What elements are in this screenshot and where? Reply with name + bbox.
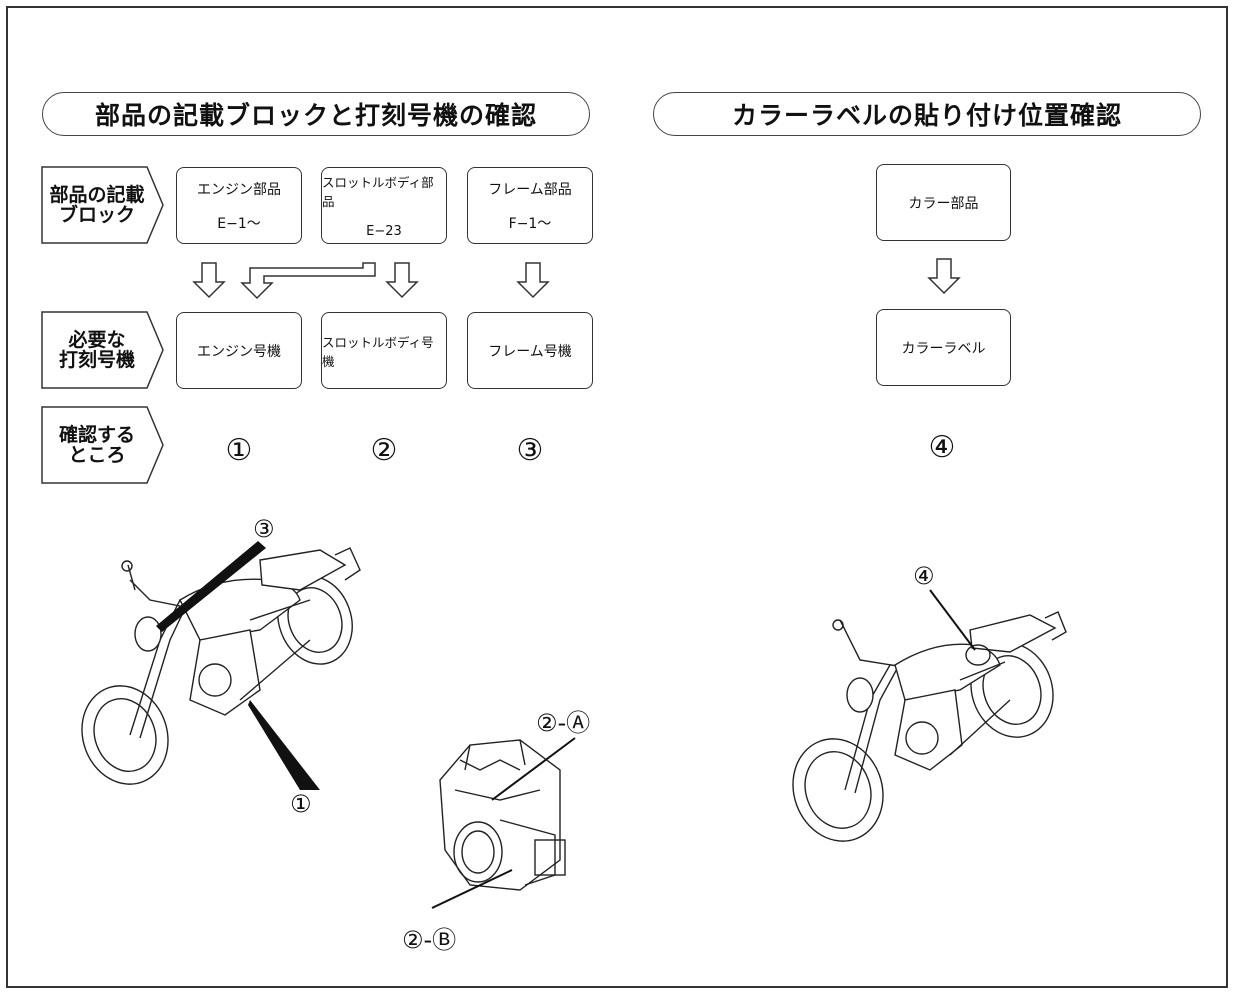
frame-stamp-label: フレーム号機 [488, 343, 572, 360]
check-mark-1: ① [225, 433, 253, 468]
check-mark-2: ② [370, 433, 398, 468]
right-section-title: カラーラベルの貼り付け位置確認 [653, 92, 1201, 136]
color-part-box: カラー部品 [876, 164, 1011, 241]
motorcycle-illustration-left [81, 547, 361, 785]
throttle-body-stamp-box: スロットルボディ号機 [321, 312, 447, 389]
row-label-check-location-text: 確認する ところ [58, 424, 135, 466]
throttle-body-illustration [439, 739, 566, 891]
left-section-title: 部品の記載ブロックと打刻号機の確認 [42, 92, 590, 136]
throttle-body-stamp-label: スロットルボディ号機 [322, 334, 434, 369]
row-label-check-location: 確認する ところ [41, 406, 165, 484]
throttle-body-parts-title: スロットルボディ部品 [322, 175, 434, 209]
row-label-parts-block-text: 部品の記載 ブロック [49, 184, 145, 226]
down-arrow-icon [192, 262, 226, 299]
callout-throttle-b: ②-Ⓑ [402, 926, 457, 954]
down-arrow-icon [927, 258, 961, 295]
color-label-text: カラーラベル [901, 340, 986, 357]
color-part-label: カラー部品 [908, 195, 979, 212]
engine-stamp-box: エンジン号機 [176, 312, 302, 389]
row-label-required-stamp-text: 必要な 打刻号機 [58, 329, 135, 371]
down-arrow-icon [385, 262, 419, 299]
callout-engine-number: ① [290, 790, 312, 818]
callout-leaders [156, 541, 976, 909]
motorcycle-illustration-right [792, 611, 1067, 842]
frame-stamp-box: フレーム号機 [467, 312, 593, 389]
check-mark-4: ④ [928, 430, 956, 465]
engine-parts-code: E−1〜 [217, 215, 261, 232]
page-frame [6, 6, 1228, 988]
engine-stamp-label: エンジン号機 [197, 343, 281, 360]
callout-frame-number: ③ [253, 515, 275, 543]
frame-parts-title: フレーム部品 [488, 181, 572, 198]
color-label-box: カラーラベル [876, 309, 1011, 386]
frame-parts-code: F−1〜 [508, 215, 552, 232]
throttle-body-parts-code: E−23 [366, 224, 402, 239]
engine-parts-title: エンジン部品 [197, 181, 281, 198]
callout-throttle-a: ②-Ⓐ [536, 709, 591, 737]
row-label-required-stamp: 必要な 打刻号機 [41, 311, 165, 389]
frame-parts-box: フレーム部品 F−1〜 [467, 167, 593, 244]
row-label-parts-block: 部品の記載 ブロック [41, 166, 165, 244]
check-mark-3: ③ [516, 433, 544, 468]
bent-arrow-icon [240, 262, 376, 300]
engine-parts-box: エンジン部品 E−1〜 [176, 167, 302, 244]
callout-color-label: ④ [913, 562, 935, 590]
down-arrow-icon [516, 262, 550, 299]
throttle-body-parts-box: スロットルボディ部品 E−23 [321, 167, 447, 244]
